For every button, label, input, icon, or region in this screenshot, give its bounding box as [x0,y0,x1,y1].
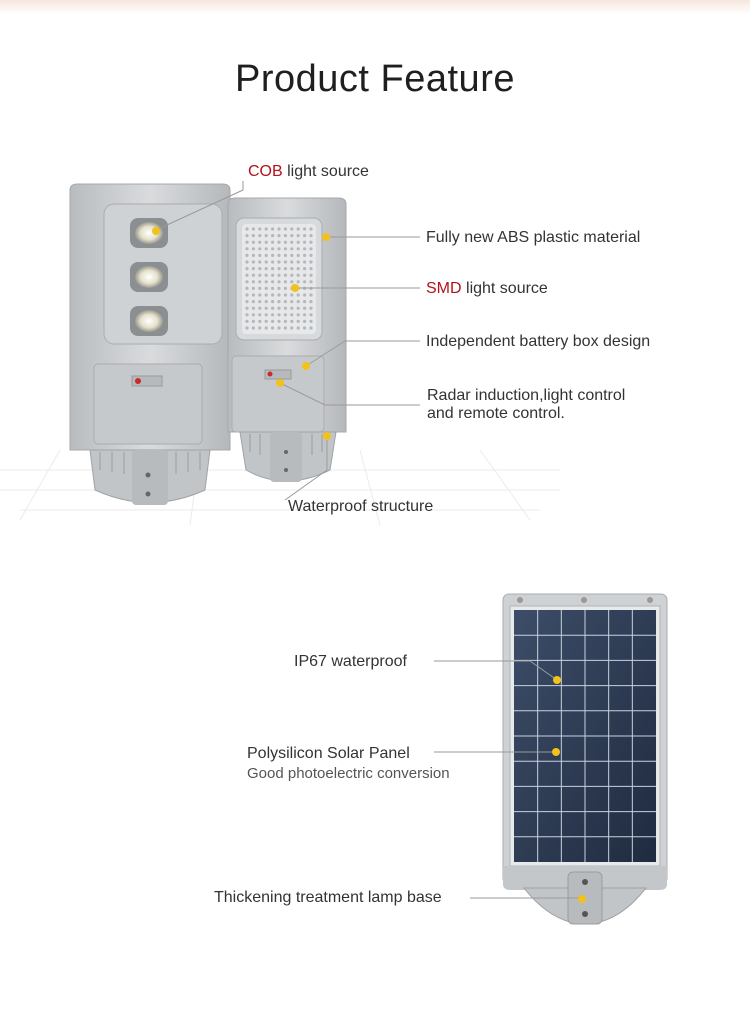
smd-accent: SMD [426,280,462,297]
page-title: Product Feature [235,58,515,100]
label-lamp-base: Thickening treatment lamp base [214,889,442,906]
solar-cell-grid [514,610,656,862]
cob-lamp [69,183,231,505]
label-cob-light-source: COB light source [248,162,369,181]
label-smd-light-source: SMD light source [426,279,548,298]
label-radar-line1: Radar induction,light control [427,387,626,404]
lamp-marker-dots [152,227,331,440]
label-battery-box: Independent battery box design [426,333,651,350]
label-waterproof-structure: Waterproof structure [288,498,434,515]
label-radar-line2: and remote control. [427,405,565,422]
lamp-callouts [155,181,420,501]
label-solar-panel-sub: Good photoelectric conversion [247,765,450,782]
solar-panel [502,593,668,925]
panel-callouts [434,660,582,899]
top-fade [0,0,750,14]
label-abs-material: Fully new ABS plastic material [426,229,641,246]
cob-accent: COB [248,163,283,180]
panel-marker-dots [552,676,586,903]
label-solar-panel-title: Polysilicon Solar Panel [247,745,410,762]
label-ip67: IP67 waterproof [294,653,407,670]
cob-rest: light source [282,163,369,180]
smd-rest: light source [461,280,548,297]
smd-led-grid [245,227,313,330]
cob-chips [130,218,168,336]
smd-lamp [227,197,347,482]
